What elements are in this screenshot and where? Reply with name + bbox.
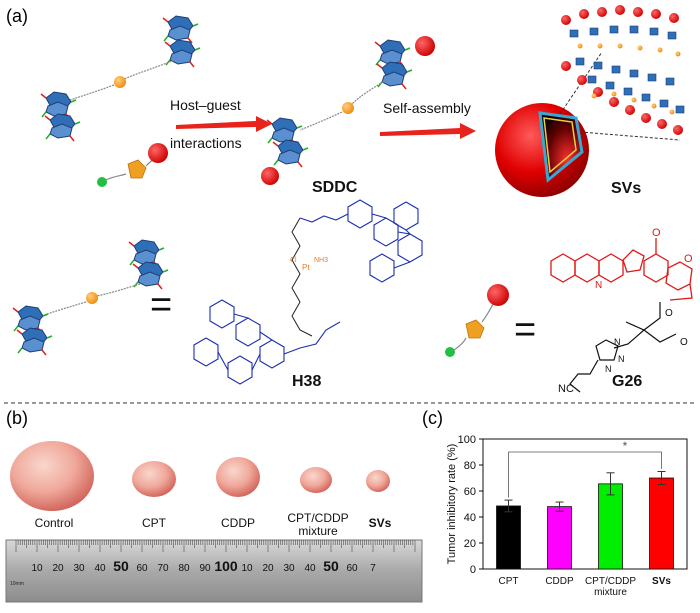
h38-linker-icon: [291, 217, 313, 337]
ruler-number: 40: [94, 563, 106, 574]
g26-n-ring: N: [595, 280, 602, 291]
ruler-number: 10: [31, 563, 43, 574]
g26-linker-icon: [569, 302, 677, 393]
ruler-number: 40: [304, 563, 316, 574]
arrow1-label-line1: Host–guest: [170, 97, 241, 113]
ruler-number: 90: [199, 563, 211, 574]
g26-nitrile: NC: [558, 383, 574, 395]
g26-o-ester2: O: [680, 337, 688, 348]
ruler-number: 7: [370, 563, 376, 574]
g26-camptothecin-icon: [550, 238, 693, 301]
ruler-number: 50: [323, 558, 339, 574]
x-tick-label: CDDP: [545, 576, 574, 587]
bar-cddp: [547, 506, 572, 570]
y-tick-label: 20: [464, 538, 476, 550]
ruler-number: 100: [214, 558, 238, 574]
ruler-number: 80: [178, 563, 190, 574]
guest-molecule-icon: [97, 143, 168, 187]
x-tick-label: CPT/CDDP: [585, 576, 636, 587]
x-tick-label: SVs: [652, 576, 671, 587]
y-tick-label: 40: [464, 512, 476, 524]
arrow1-label-line2: interactions: [170, 135, 242, 151]
ruler-number: 50: [113, 558, 129, 574]
ruler-unit: 10mm: [10, 581, 24, 587]
h38-pt-atom: Pt: [302, 263, 310, 272]
significance-bracket: [508, 451, 662, 498]
tumor-cpt: [132, 461, 176, 497]
significance-marker: *: [623, 439, 628, 453]
y-tick-label: 80: [464, 460, 476, 472]
ruler-number: 60: [136, 563, 148, 574]
h38-cl-atom: Cl: [290, 257, 297, 264]
bar-cpt: [496, 505, 521, 570]
h38-label: H38: [292, 373, 321, 390]
g26-o-ketone: O: [652, 227, 661, 239]
ruler-number: 70: [157, 563, 169, 574]
panel-c-label: (c): [422, 408, 443, 428]
y-tick-label: 100: [458, 434, 476, 446]
tumor-photos: [10, 441, 390, 511]
svs-label: SVs: [611, 180, 641, 197]
tumor-label-mixture-sub: mixture: [298, 524, 338, 538]
tumor-label-svs: SVs: [369, 516, 392, 530]
equals-sign-right: =: [514, 309, 536, 351]
g26-o-ester1: O: [665, 308, 673, 319]
g26-label: G26: [612, 373, 642, 390]
y-tick-label: 0: [470, 564, 476, 576]
tumor-svs: [366, 470, 390, 492]
y-tick-label: 60: [464, 486, 476, 498]
guest-legend-icon: [445, 284, 509, 357]
bilayer-zoom-icon: [561, 5, 685, 135]
panel-b-label: (b): [6, 408, 28, 428]
host-dimer-icon: [40, 15, 201, 142]
x-tick-sublabel: mixture: [594, 587, 627, 598]
vesicle-sphere-icon: [495, 51, 681, 197]
ruler-number: 30: [73, 563, 85, 574]
equals-sign-left: =: [150, 284, 172, 326]
tumor-mixture: [300, 467, 332, 493]
host-guest-arrow: [176, 116, 272, 132]
ruler-number: 10: [241, 563, 253, 574]
plot-frame: [482, 438, 688, 570]
ruler-number: 60: [346, 563, 358, 574]
arrow2-label: Self-assembly: [383, 100, 471, 116]
y-axis-label: Tumor inhibitory rate (%): [446, 444, 458, 565]
g26-n1: N: [614, 337, 621, 347]
bar-cpt-cddp: [598, 483, 623, 570]
host-dimer-legend-icon: [12, 239, 169, 356]
h38-nh3-group: NH3: [314, 257, 328, 264]
sddc-label: SDDC: [312, 179, 358, 196]
self-assembly-arrow: [380, 123, 476, 139]
ruler-number: 30: [283, 563, 295, 574]
sddc-complex-icon: [261, 36, 435, 185]
tumor-label-cpt: CPT: [142, 516, 167, 530]
tumor-label-mixture: CPT/CDDP: [287, 511, 348, 525]
tumor-control: [10, 441, 94, 511]
g26-n3: N: [605, 364, 612, 374]
tumor-cddp: [216, 457, 260, 497]
tumor-label-cddp: CDDP: [221, 516, 255, 530]
g26-n2: N: [618, 354, 625, 364]
g26-o-ring: O: [684, 253, 693, 265]
panel-a-label: (a): [6, 6, 28, 26]
ruler-ticks: [15, 540, 416, 552]
tumor-label-control: Control: [35, 516, 74, 530]
bar-svs: [649, 477, 674, 570]
ruler-number: 20: [262, 563, 274, 574]
ruler-number: 20: [52, 563, 64, 574]
h38-structure-icon: [193, 199, 423, 385]
x-tick-label: CPT: [499, 576, 519, 587]
